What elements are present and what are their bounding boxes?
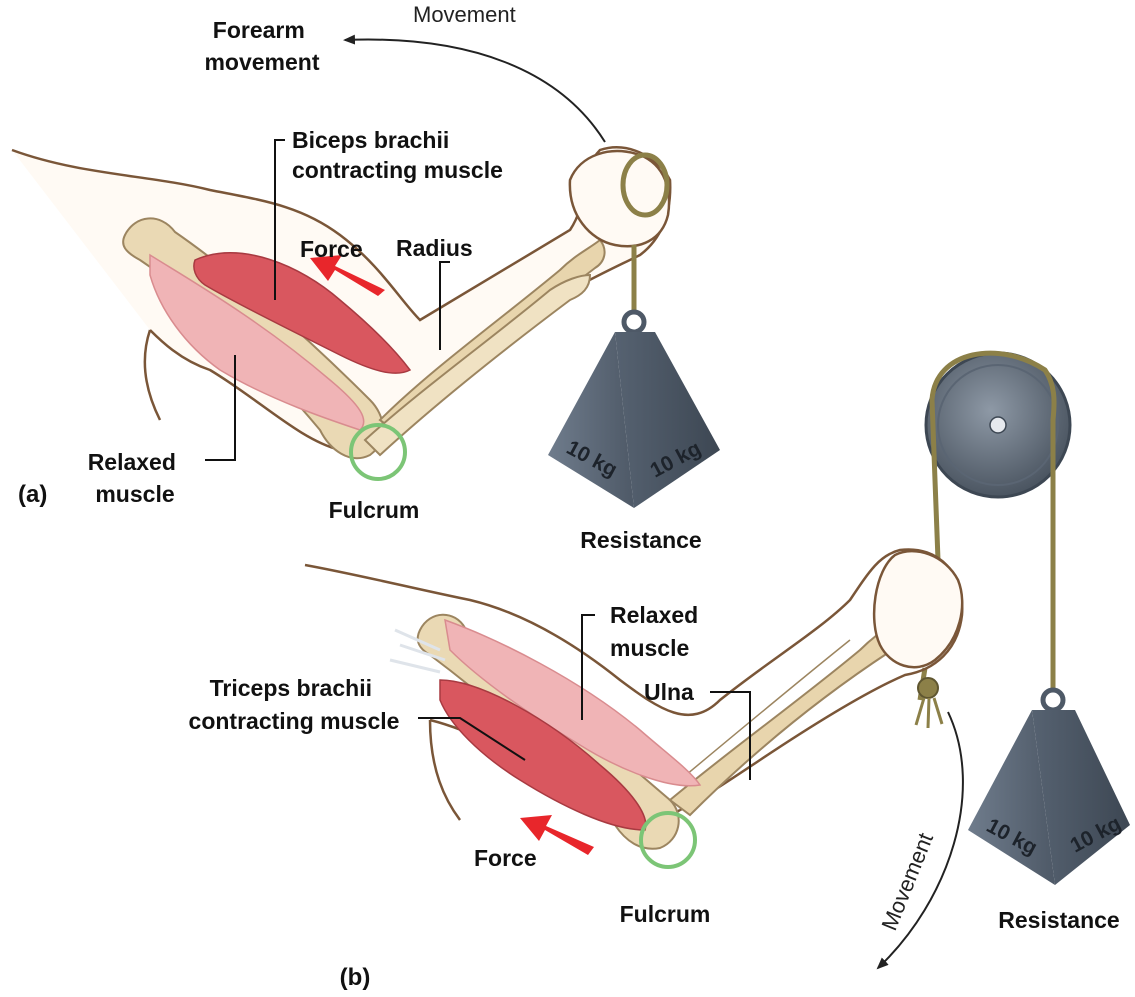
ulna-label: Ulna — [644, 679, 694, 705]
panel-label-a: (a) — [18, 481, 47, 508]
movement-label-a: Movement — [413, 2, 516, 27]
resistance-label-b: Resistance — [998, 907, 1119, 933]
forearm-movement-label: Forearm movement — [204, 17, 319, 75]
panel-label-b: (b) — [340, 964, 371, 991]
biceps-label: Biceps brachii contracting muscle — [292, 127, 503, 183]
resistance-label-a: Resistance — [580, 527, 701, 553]
fulcrum-label-a: Fulcrum — [329, 497, 420, 523]
relaxed-muscle-label-b: Relaxed muscle — [610, 602, 705, 661]
triceps-label: Triceps brachii contracting muscle — [189, 675, 400, 734]
torso-outline-a — [145, 330, 160, 420]
force-label-b: Force — [474, 845, 537, 871]
force-label-a: Force — [300, 236, 363, 262]
relaxed-muscle-label-a: Relaxed muscle — [88, 449, 183, 507]
rope-knot-icon — [916, 678, 942, 728]
radius-label: Radius — [396, 235, 473, 261]
kettlebell-weight-icon: 10 kg 10 kg — [968, 690, 1130, 885]
kettlebell-weight-icon: 10 kg 10 kg — [548, 312, 720, 508]
panel-a: 10 kg 10 kg Forearm movement Movement Bi… — [12, 2, 720, 553]
fulcrum-label-b: Fulcrum — [620, 901, 711, 927]
movement-label-b: Movement — [876, 829, 938, 934]
